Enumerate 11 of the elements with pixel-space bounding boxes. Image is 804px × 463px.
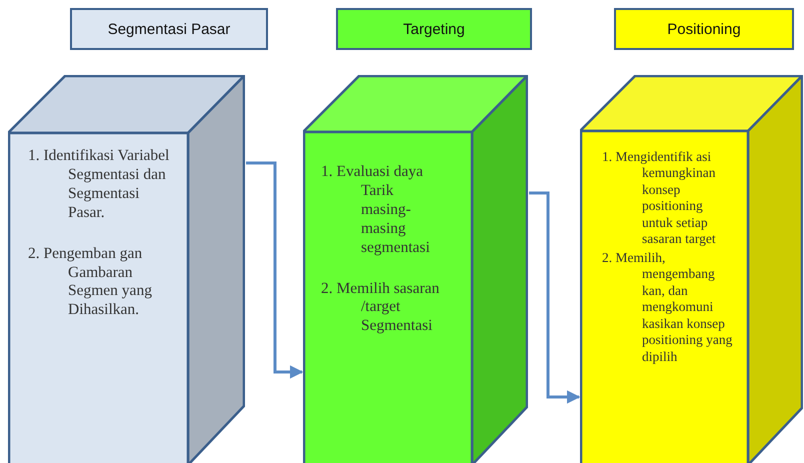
stage-title-box: Segmentasi Pasar bbox=[70, 8, 268, 50]
list-item: 1. Identifikasi Variabel Segmentasi dan Segmentasi Pasar. bbox=[28, 147, 170, 223]
stage-title-box: Targeting bbox=[336, 8, 532, 50]
arrow bbox=[529, 192, 580, 404]
list-item: 1. Evaluasi daya Tarik masing-masing segmentasi bbox=[321, 163, 431, 258]
stage-title-box: Positioning bbox=[614, 8, 794, 50]
list-item: 2. Memilih, mengembang kan, dan mengkomuni kasikan konsep positioning yang dipilih bbox=[602, 250, 734, 366]
list-item: 2. Memilih sasaran /target Segmentasi bbox=[321, 280, 440, 336]
arrow bbox=[246, 162, 304, 379]
list-item: 2. Pengemban gan Gambaran Segmen yang Dihasilkan. bbox=[28, 244, 153, 320]
list-item: 1. Mengidentifik asi kemungkinan konsep positioning untuk setiap sasaran target bbox=[602, 149, 717, 248]
